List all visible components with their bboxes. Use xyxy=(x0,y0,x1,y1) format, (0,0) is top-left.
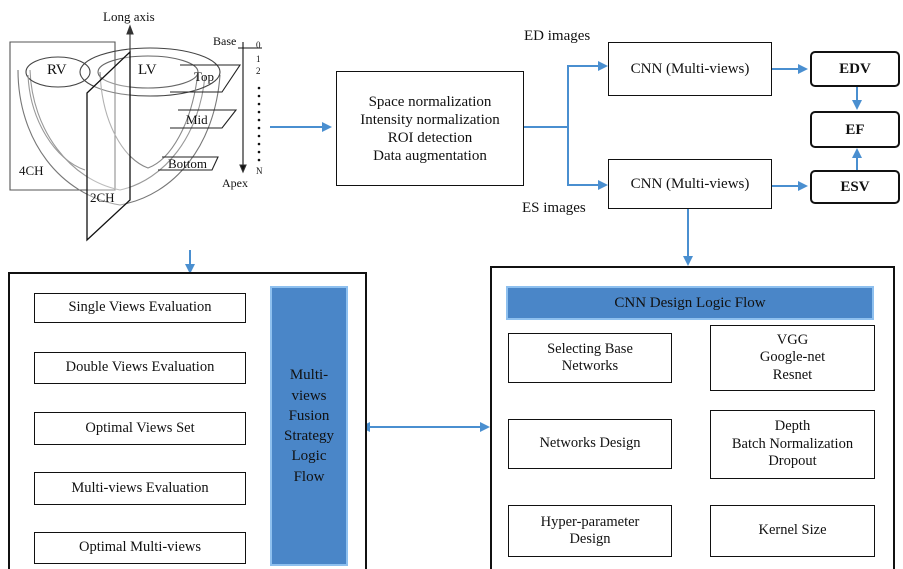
edv-box: EDV xyxy=(810,51,900,87)
2ch-label: 2CH xyxy=(90,190,115,205)
base-networks-options-box: VGG Google-net Resnet xyxy=(710,325,875,391)
top-slice-label: Top xyxy=(194,69,215,84)
mid-slice-label: Mid xyxy=(186,112,208,127)
base-label: Base xyxy=(213,34,237,48)
index-2-label: 2 xyxy=(256,66,261,76)
bottom-slice-label: Bottom xyxy=(168,156,208,171)
slice-index-dots xyxy=(257,86,261,162)
preprocessing-box: Space normalization Intensity normalizat… xyxy=(336,71,524,186)
kernel-size-box: Kernel Size xyxy=(710,505,875,557)
optimal-views-set-box: Optimal Views Set xyxy=(34,412,246,445)
es-images-label: ES images xyxy=(522,200,586,216)
multi-views-evaluation-box: Multi-views Evaluation xyxy=(34,472,246,505)
fusion-strategy-bar: Multi- views Fusion Strategy Logic Flow xyxy=(270,286,348,566)
index-n-label: N xyxy=(256,166,263,176)
lv-label: LV xyxy=(138,62,157,78)
networks-design-box: Networks Design xyxy=(508,419,672,469)
cnn-design-title-bar: CNN Design Logic Flow xyxy=(506,286,874,320)
cnn-ed-box: CNN (Multi-views) xyxy=(608,42,772,96)
ef-box: EF xyxy=(810,111,900,148)
index-0-label: 0 xyxy=(256,40,261,50)
optimal-multi-views-box: Optimal Multi-views xyxy=(34,532,246,564)
4ch-label: 4CH xyxy=(19,163,44,178)
hyper-parameter-design-box: Hyper-parameter Design xyxy=(508,505,672,557)
apex-label: Apex xyxy=(222,176,248,190)
index-1-label: 1 xyxy=(256,54,261,64)
heart-illustration xyxy=(9,24,262,242)
rv-label: RV xyxy=(47,62,67,78)
cnn-es-box: CNN (Multi-views) xyxy=(608,159,772,209)
ed-images-label: ED images xyxy=(524,28,591,44)
long-axis-label: Long axis xyxy=(103,9,155,24)
esv-box: ESV xyxy=(810,170,900,204)
double-views-evaluation-box: Double Views Evaluation xyxy=(34,352,246,384)
networks-design-options-box: Depth Batch Normalization Dropout xyxy=(710,410,875,479)
single-views-evaluation-box: Single Views Evaluation xyxy=(34,293,246,323)
selecting-base-networks-box: Selecting Base Networks xyxy=(508,333,672,383)
